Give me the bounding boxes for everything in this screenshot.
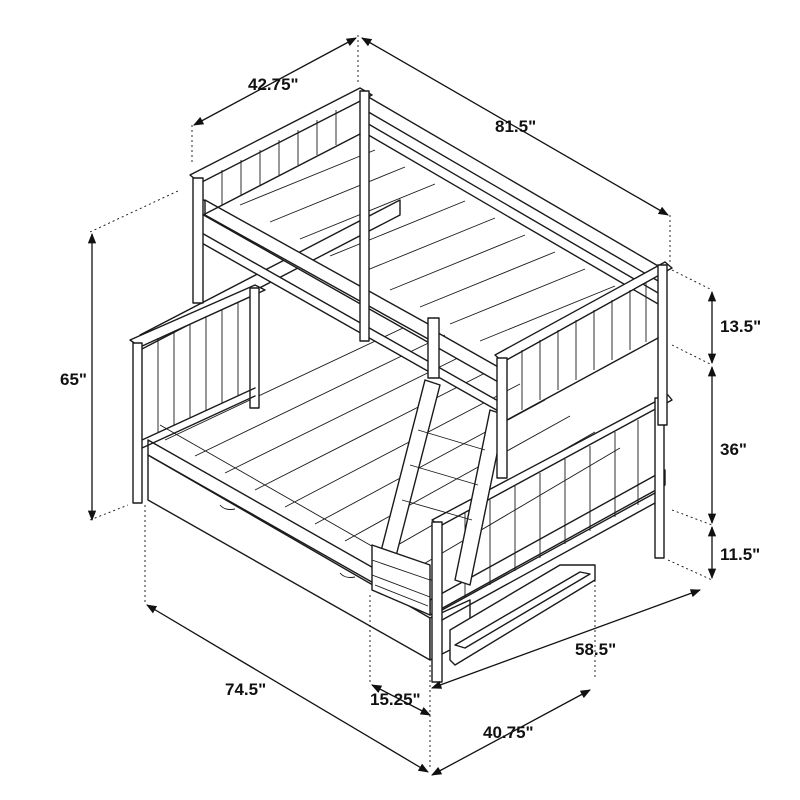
label-bottom-width: 58.5" <box>575 640 616 659</box>
label-guard-rail-height: 13.5" <box>720 317 761 336</box>
ladder <box>371 379 506 616</box>
label-top-width: 42.75" <box>248 75 299 94</box>
dimension-lines <box>87 35 717 776</box>
lower-headboard <box>129 284 266 504</box>
bottom-bunk <box>129 199 673 683</box>
label-bottom-height: 11.5" <box>720 545 760 564</box>
label-bunk-clearance: 36" <box>720 440 747 459</box>
label-bottom-length: 74.5" <box>225 680 266 699</box>
label-ladder-depth: 15.25" <box>370 690 421 709</box>
top-footboard <box>494 261 673 479</box>
dimension-labels: 42.75" 81.5" 65" 13.5" 36" 11.5" 58.5" 7… <box>60 75 761 742</box>
label-front-width: 40.75" <box>483 723 534 742</box>
label-overall-height: 65" <box>60 370 87 389</box>
label-top-length: 81.5" <box>495 117 536 136</box>
top-slats <box>239 149 616 342</box>
